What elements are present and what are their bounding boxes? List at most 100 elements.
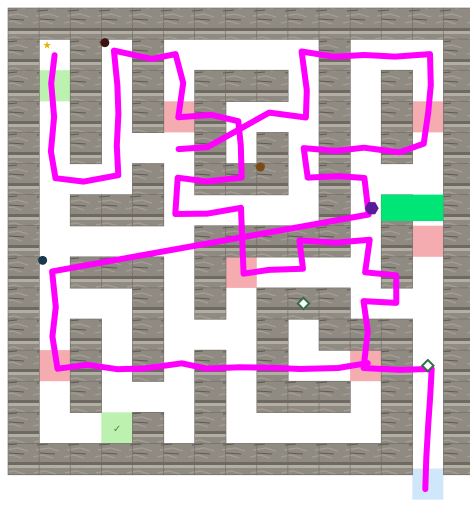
wall-block [443, 226, 470, 257]
wall-block [319, 288, 350, 319]
wall-block [319, 319, 350, 350]
wall-block [101, 8, 132, 39]
wall-block [8, 226, 39, 257]
current-cell-highlight [381, 195, 443, 221]
wall-block [8, 381, 39, 412]
wall-block [443, 132, 470, 163]
wall-block [319, 443, 350, 474]
wall-block [132, 70, 163, 101]
wall-block [443, 412, 470, 443]
wall-block [381, 319, 412, 350]
wall-block [443, 164, 470, 195]
wall-block [443, 288, 470, 319]
wall-block [195, 257, 226, 288]
wall-block [443, 70, 470, 101]
wall-block [164, 443, 195, 474]
wall-block [195, 412, 226, 443]
wall-block [319, 70, 350, 101]
wall-block [443, 381, 470, 412]
wall-block [132, 288, 163, 319]
check-icon: ✓ [113, 424, 121, 435]
wall-block [226, 8, 257, 39]
wall-block [381, 381, 412, 412]
wall-block [132, 319, 163, 350]
wall-block [132, 257, 163, 288]
wall-block [443, 8, 470, 39]
wall-block [70, 319, 101, 350]
wall-block [101, 195, 132, 226]
wall-block [319, 101, 350, 132]
wall-block [101, 443, 132, 474]
wall-block [132, 412, 163, 443]
wall-block [443, 257, 470, 288]
wall-block [195, 8, 226, 39]
wall-block [381, 443, 412, 474]
wall-block [381, 70, 412, 101]
brown-dot-marker [256, 163, 265, 172]
wall-block [70, 195, 101, 226]
wall-block [288, 381, 319, 412]
wall-block [381, 8, 412, 39]
wall-block [381, 101, 412, 132]
wall-block [132, 8, 163, 39]
wall-block [226, 443, 257, 474]
wall-block [257, 132, 288, 163]
wall-block [8, 70, 39, 101]
wall-block [164, 8, 195, 39]
wall-block [70, 70, 101, 101]
wall-block [226, 70, 257, 101]
wall-block [381, 350, 412, 381]
wall-block [257, 8, 288, 39]
wall-block [132, 195, 163, 226]
wall-block [8, 412, 39, 443]
wall-block [39, 8, 70, 39]
wall-block [70, 132, 101, 163]
wall-block [8, 101, 39, 132]
wall-block [132, 164, 163, 195]
wall-block [381, 226, 412, 257]
wall-block [70, 8, 101, 39]
wall-block [8, 350, 39, 381]
wall-block [195, 70, 226, 101]
star-icon: ★ [43, 41, 52, 52]
wall-block [443, 319, 470, 350]
wall-block [70, 101, 101, 132]
wall-block [8, 443, 39, 474]
wall-block [381, 412, 412, 443]
wall-block [319, 381, 350, 412]
wall-block [257, 70, 288, 101]
wall-block [70, 381, 101, 412]
wall-block [70, 39, 101, 70]
wall-block [443, 101, 470, 132]
wall-block [319, 8, 350, 39]
wall-block [257, 443, 288, 474]
wall-block [195, 288, 226, 319]
wall-block [8, 39, 39, 70]
teal-dot-marker [38, 256, 47, 265]
dark-dot-marker [100, 38, 109, 47]
wall-block [195, 443, 226, 474]
hazard-tile [412, 226, 443, 257]
wall-block [288, 443, 319, 474]
wall-block [257, 288, 288, 319]
wall-block [39, 443, 70, 474]
wall-block [8, 257, 39, 288]
wall-block [443, 443, 470, 474]
wall-block [288, 8, 319, 39]
wall-block [350, 443, 381, 474]
wall-block [350, 8, 381, 39]
wall-block [132, 101, 163, 132]
wall-block [132, 443, 163, 474]
wall-block [443, 195, 470, 226]
wall-block [257, 381, 288, 412]
wall-block [8, 8, 39, 39]
wall-block [8, 195, 39, 226]
wall-block [257, 319, 288, 350]
wall-block [70, 443, 101, 474]
wall-block [412, 8, 443, 39]
wall-block [195, 381, 226, 412]
wall-block [8, 288, 39, 319]
wall-block [8, 132, 39, 163]
wall-block [443, 350, 470, 381]
